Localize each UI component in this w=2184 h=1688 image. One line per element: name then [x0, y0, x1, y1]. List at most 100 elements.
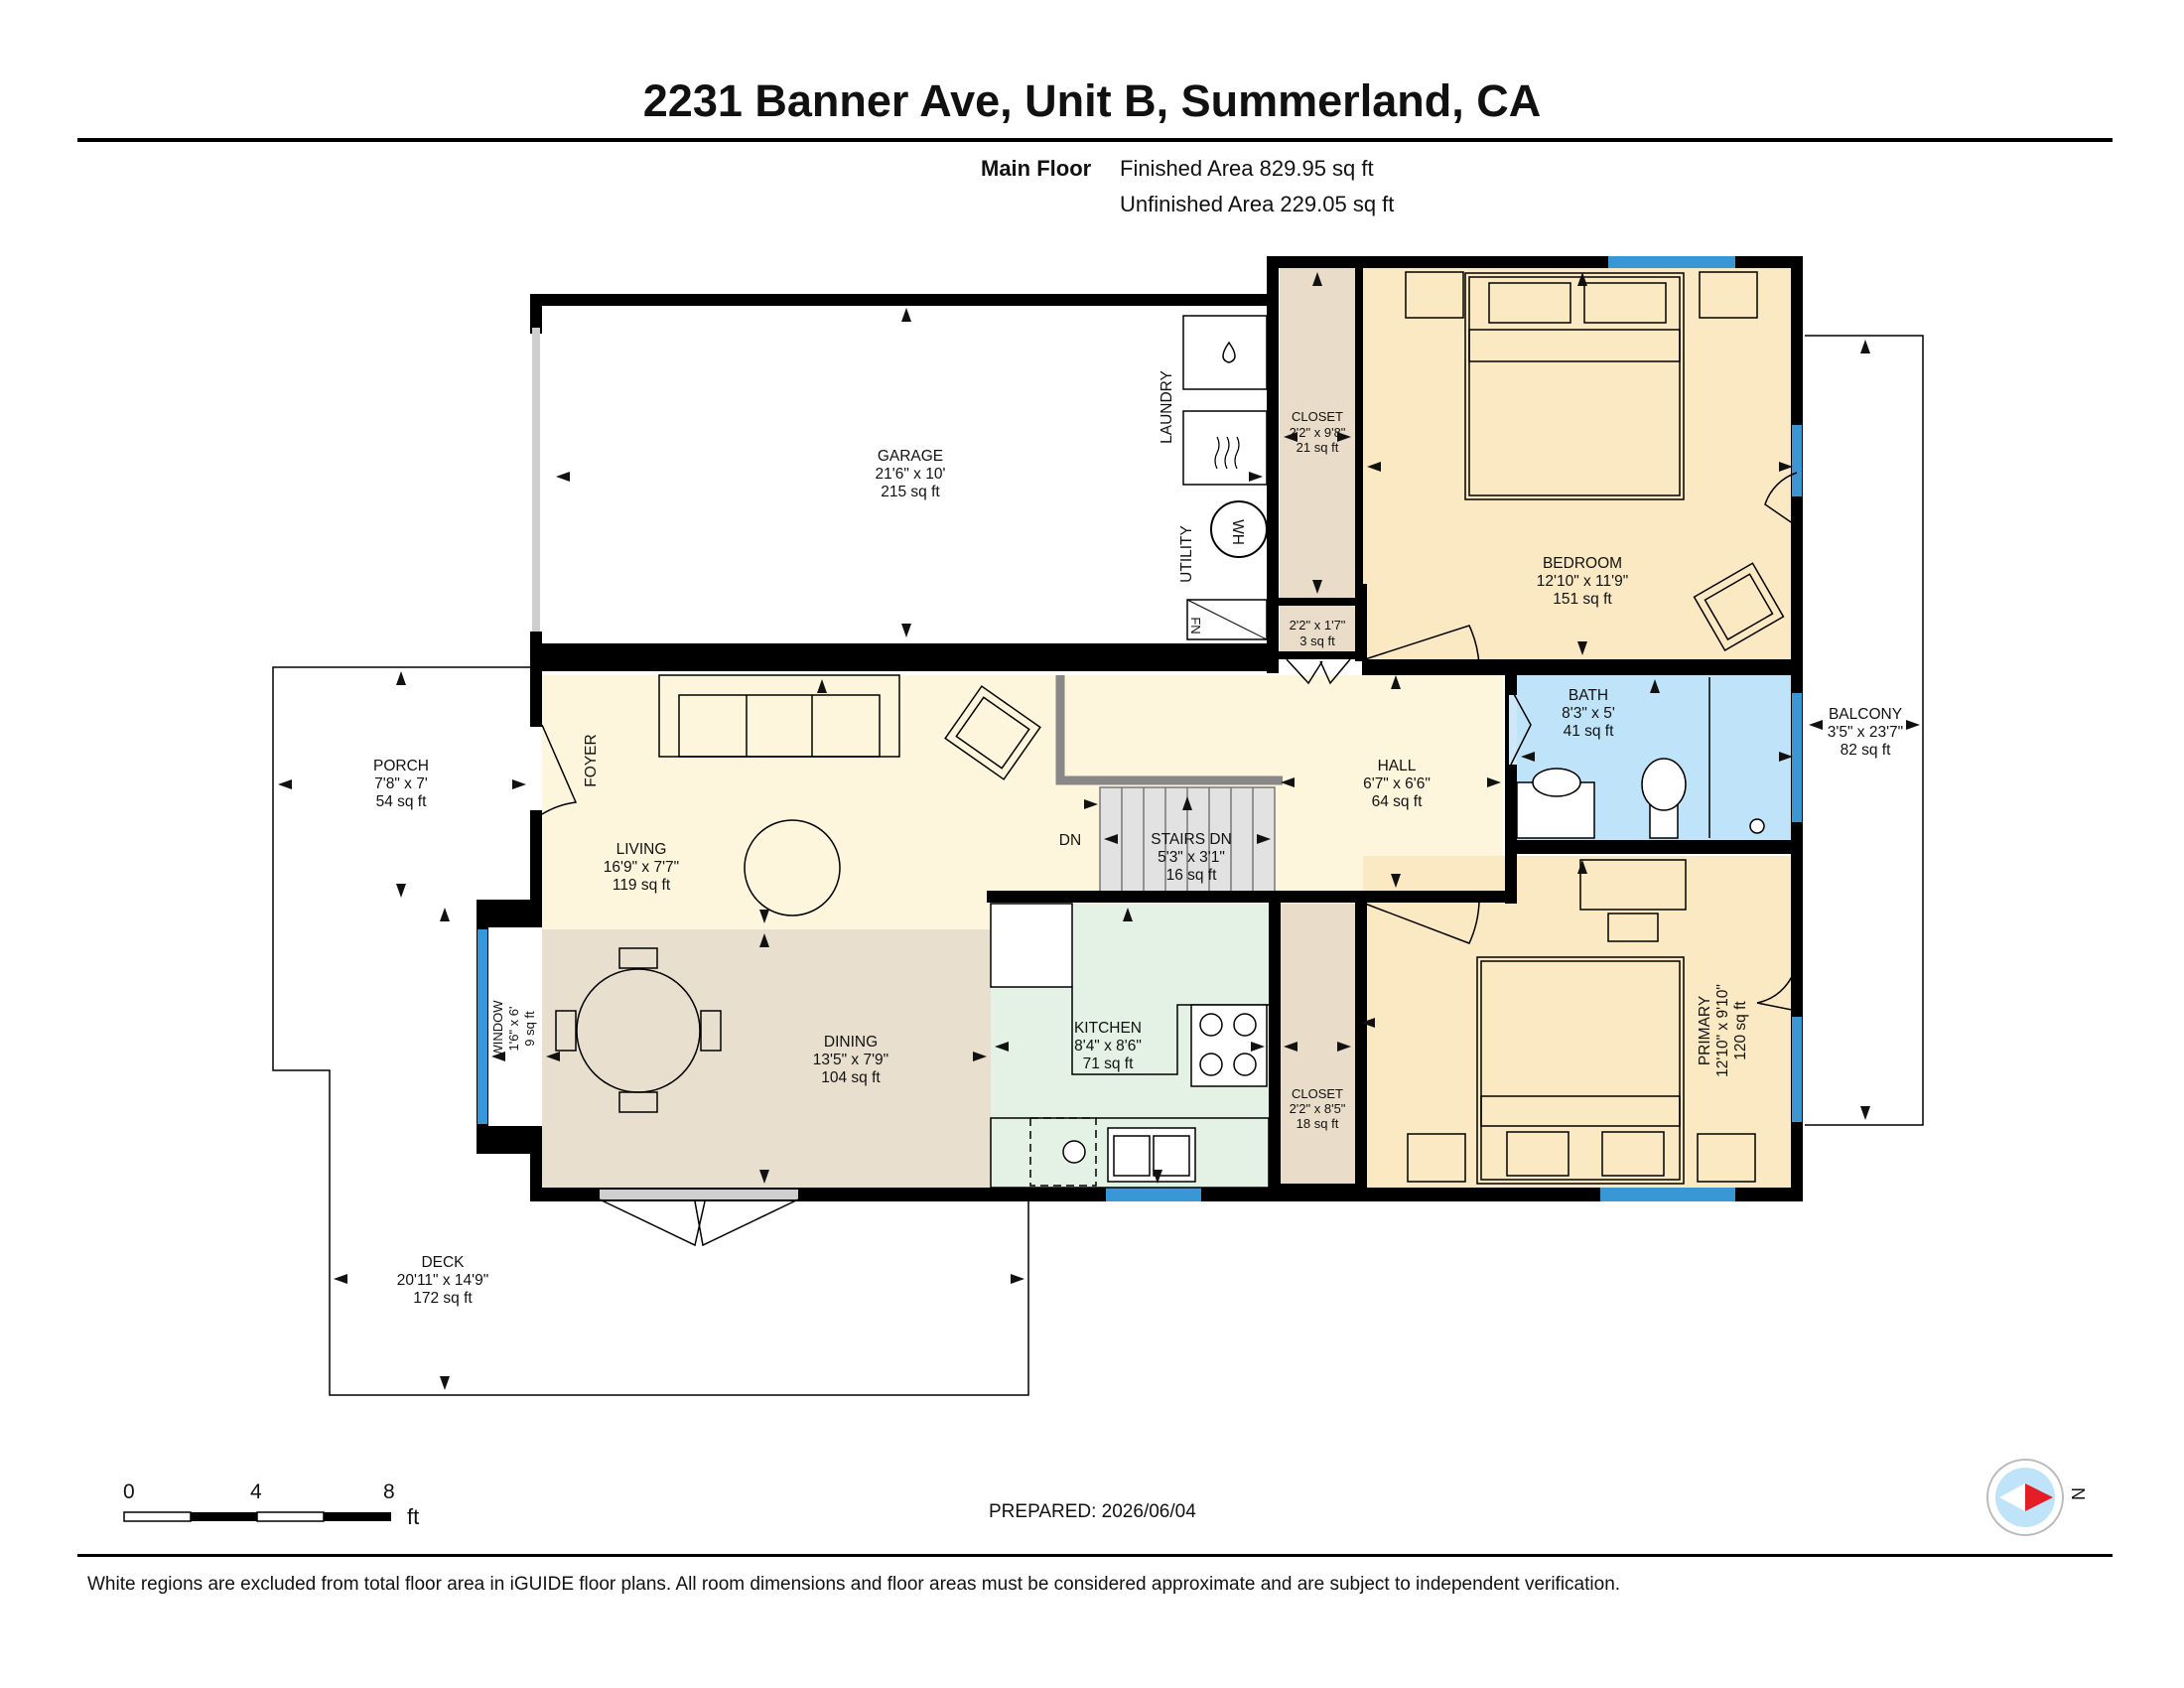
porch-dims: 7'8" x 7' — [374, 775, 428, 792]
bedroom-name: BEDROOM — [1543, 555, 1622, 572]
hall-name: HALL — [1378, 758, 1417, 774]
deck-area: 172 sq ft — [413, 1290, 473, 1307]
garage-dims: 21'6" x 10' — [876, 466, 946, 483]
living-name: LIVING — [616, 841, 667, 858]
living-area: 119 sq ft — [613, 877, 671, 894]
utility-label: UTILITY — [1178, 525, 1195, 583]
living-furniture — [555, 674, 1041, 1113]
scale-tick-0: 0 — [123, 1480, 135, 1503]
kitchen-name: KITCHEN — [1074, 1020, 1142, 1037]
dryer-icon — [1214, 436, 1240, 470]
closet2-area: 18 sq ft — [1297, 1116, 1339, 1131]
kitchen-dims: 8'4" x 8'6" — [1074, 1038, 1142, 1055]
balcony-dims: 3'5" x 23'7" — [1828, 724, 1903, 741]
room-kitchen: KITCHEN 8'4" x 8'6" 71 sq ft — [1074, 1020, 1142, 1072]
living-floor — [542, 675, 1503, 929]
page-title: 2231 Banner Ave, Unit B, Summerland, CA — [642, 75, 1542, 126]
primary-name: PRIMARY — [1697, 996, 1713, 1065]
windows — [478, 256, 1802, 1201]
stairs-dims: 5'3" x 3'1" — [1158, 849, 1225, 866]
stair-rail — [1055, 675, 1283, 785]
unfinished-area: Unfinished Area 229.05 sq ft — [1120, 192, 1395, 216]
scale-bar — [123, 1510, 393, 1528]
bath-dims: 8'3" x 5' — [1562, 705, 1615, 722]
dn-label: DN — [1059, 832, 1081, 849]
room-closet1: CLOSET 2'2" x 9'8" 21 sq ft — [1290, 409, 1346, 455]
primary-area: 120 sq ft — [1732, 1001, 1749, 1060]
furnace-icon — [1186, 599, 1268, 640]
room-window: WINDOW 1'6" x 6' 9 sq ft — [490, 1000, 537, 1057]
hall-dims: 6'7" x 6'6" — [1363, 775, 1431, 792]
bath-name: BATH — [1569, 687, 1608, 704]
hall-area: 64 sq ft — [1372, 793, 1424, 810]
washer-icon — [1222, 341, 1236, 363]
room-porch: PORCH 7'8" x 7' 54 sq ft — [373, 758, 429, 810]
linen-floor — [1280, 606, 1355, 653]
water-heater-icon — [1210, 500, 1268, 558]
closet1-name: CLOSET — [1292, 409, 1343, 424]
balcony-outline — [1805, 335, 1924, 1126]
kitchen-area: 71 sq ft — [1083, 1055, 1135, 1072]
stairs-area: 16 sq ft — [1166, 867, 1218, 884]
floor-name: Main Floor — [981, 156, 1092, 181]
room-hall: HALL 6'7" x 6'6" 64 sq ft — [1363, 758, 1431, 810]
window-bay-floor — [486, 929, 542, 1126]
primary-floor — [1363, 856, 1797, 1188]
room-primary: PRIMARY 12'10" x 9'10" 120 sq ft — [1697, 984, 1749, 1077]
bath-fixtures — [1516, 677, 1765, 839]
dining-area: 104 sq ft — [821, 1069, 881, 1086]
room-balcony: BALCONY 3'5" x 23'7" 82 sq ft — [1828, 706, 1903, 759]
closet2-name: CLOSET — [1292, 1086, 1343, 1101]
deck-dims: 20'11" x 14'9" — [397, 1272, 488, 1289]
dining-floor — [542, 929, 991, 1188]
room-linen: 2'2" x 1'7" 3 sq ft — [1290, 618, 1346, 648]
bedroom-floor — [1363, 268, 1797, 661]
window-name: WINDOW — [490, 1000, 505, 1057]
porch-area: 54 sq ft — [376, 793, 428, 810]
deck-name: DECK — [421, 1254, 465, 1271]
room-living: LIVING 16'9" x 7'7" 119 sq ft — [604, 841, 679, 894]
kitchen-fixtures — [990, 903, 1270, 1189]
garage-floor — [542, 302, 1271, 649]
room-dining: DINING 13'5" x 7'9" 104 sq ft — [813, 1034, 888, 1086]
window-dims: 1'6" x 6' — [506, 1007, 521, 1052]
scale-tick-4: 4 — [250, 1480, 262, 1503]
doors — [541, 472, 1798, 1247]
primary-furniture — [1407, 859, 1756, 1185]
room-bedroom: BEDROOM 12'10" x 11'9" 151 sq ft — [1537, 555, 1628, 608]
primary-dims: 12'10" x 9'10" — [1714, 984, 1731, 1077]
dining-name: DINING — [824, 1034, 878, 1051]
finished-area: Finished Area 829.95 sq ft — [1120, 156, 1374, 181]
bedroom-area: 151 sq ft — [1553, 591, 1612, 608]
foyer-label: FOYER — [583, 734, 600, 786]
footer-rule — [77, 1554, 2113, 1557]
laundry-label: LAUNDRY — [1159, 370, 1175, 444]
compass-icon — [1985, 1458, 2065, 1542]
linen-area: 3 sq ft — [1299, 633, 1335, 648]
bath-area: 41 sq ft — [1564, 723, 1615, 740]
bedroom-furniture — [1405, 271, 1785, 652]
closet1-area: 21 sq ft — [1297, 440, 1339, 455]
living-dims: 16'9" x 7'7" — [604, 859, 679, 876]
balcony-area: 82 sq ft — [1841, 742, 1892, 759]
closet1-floor — [1280, 268, 1355, 598]
garage-door — [532, 328, 540, 632]
porch-name: PORCH — [373, 758, 429, 774]
dimension-arrows — [278, 272, 1920, 1390]
room-deck: DECK 20'11" x 14'9" 172 sq ft — [397, 1254, 488, 1307]
scale-tick-8: 8 — [383, 1480, 395, 1503]
room-garage: GARAGE 21'6" x 10' 215 sq ft — [876, 448, 946, 500]
porch-outline — [272, 666, 1029, 1396]
bedroom-dims: 12'10" x 11'9" — [1537, 573, 1628, 590]
linen-dims: 2'2" x 1'7" — [1290, 618, 1346, 633]
fn-label: FN — [1188, 617, 1203, 633]
wh-label: WH — [1229, 519, 1246, 545]
room-bath: BATH 8'3" x 5' 41 sq ft — [1562, 687, 1615, 740]
room-stairs: STAIRS DN 5'3" x 3'1" 16 sq ft — [1151, 831, 1232, 884]
scale-unit: ft — [407, 1504, 420, 1529]
window-area: 9 sq ft — [522, 1011, 537, 1047]
garage-area: 215 sq ft — [881, 484, 940, 500]
balcony-name: BALCONY — [1829, 706, 1902, 723]
title-rule — [77, 138, 2113, 142]
